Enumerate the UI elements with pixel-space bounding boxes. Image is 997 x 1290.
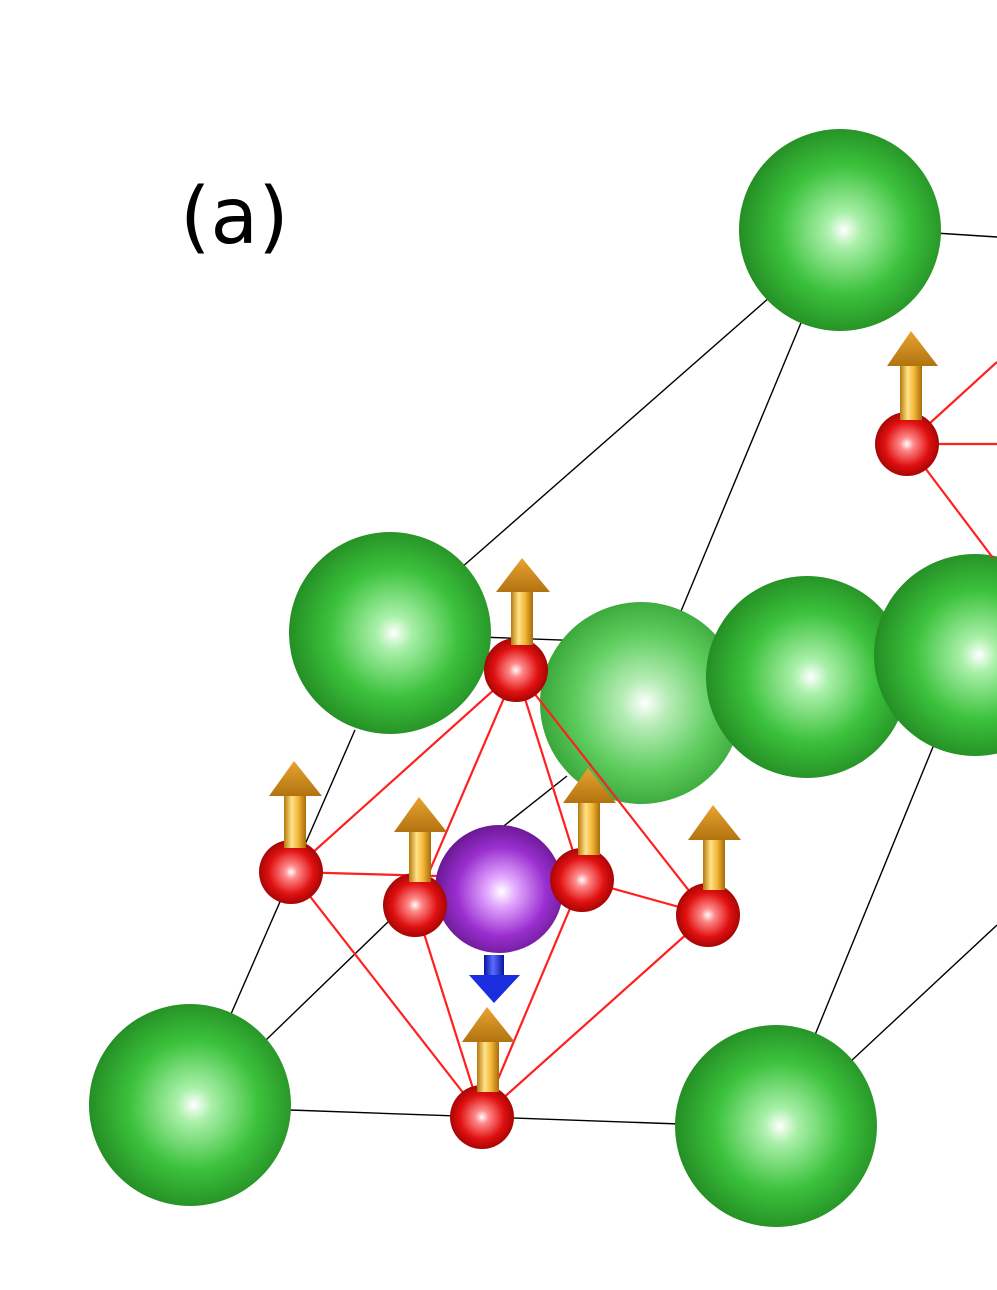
cell-edge [265,919,391,1041]
octahedron-edge [413,669,518,906]
octahedron-edge [290,871,483,1118]
up-arrow-icon [563,768,616,855]
red-atom [875,412,939,476]
green-atom [739,129,941,331]
cell-edge [934,232,997,238]
green-atom [540,602,742,804]
green-atom [289,532,491,734]
up-arrow-icon [496,558,550,645]
cell-edge [499,775,568,830]
octahedron-edge [290,669,517,873]
green-atom [675,1025,877,1227]
octahedron-edge [413,904,484,1118]
cell-edge [807,741,936,1053]
unit-cell-edges [223,232,997,1125]
up-arrow-icon [269,761,322,848]
down-arrow-icon [469,955,520,1003]
octahedron-edge [515,669,709,916]
red-atom [383,873,447,937]
green-atoms [89,129,997,1227]
octahedron-edge [514,669,584,881]
octahedron-edge [481,914,709,1118]
up-arrow-icon [462,1007,515,1092]
green-atom [706,576,908,778]
red-atom [450,1085,514,1149]
cell-edge [673,317,804,629]
red-atom [259,840,323,904]
cell-edge [849,924,997,1063]
green-atom [874,554,997,756]
red-atom [550,848,614,912]
purple-atom [435,825,563,953]
red-atom [484,638,548,702]
up-arrow-icon [394,797,447,882]
red-atoms [259,412,939,1149]
red-atom [676,883,740,947]
up-arrow-icon [688,805,741,890]
up-arrow-icon [887,331,938,420]
cell-edge [460,289,779,569]
up-arrows [269,331,938,1092]
panel-label: (a) [180,172,289,262]
green-atom [89,1004,291,1206]
